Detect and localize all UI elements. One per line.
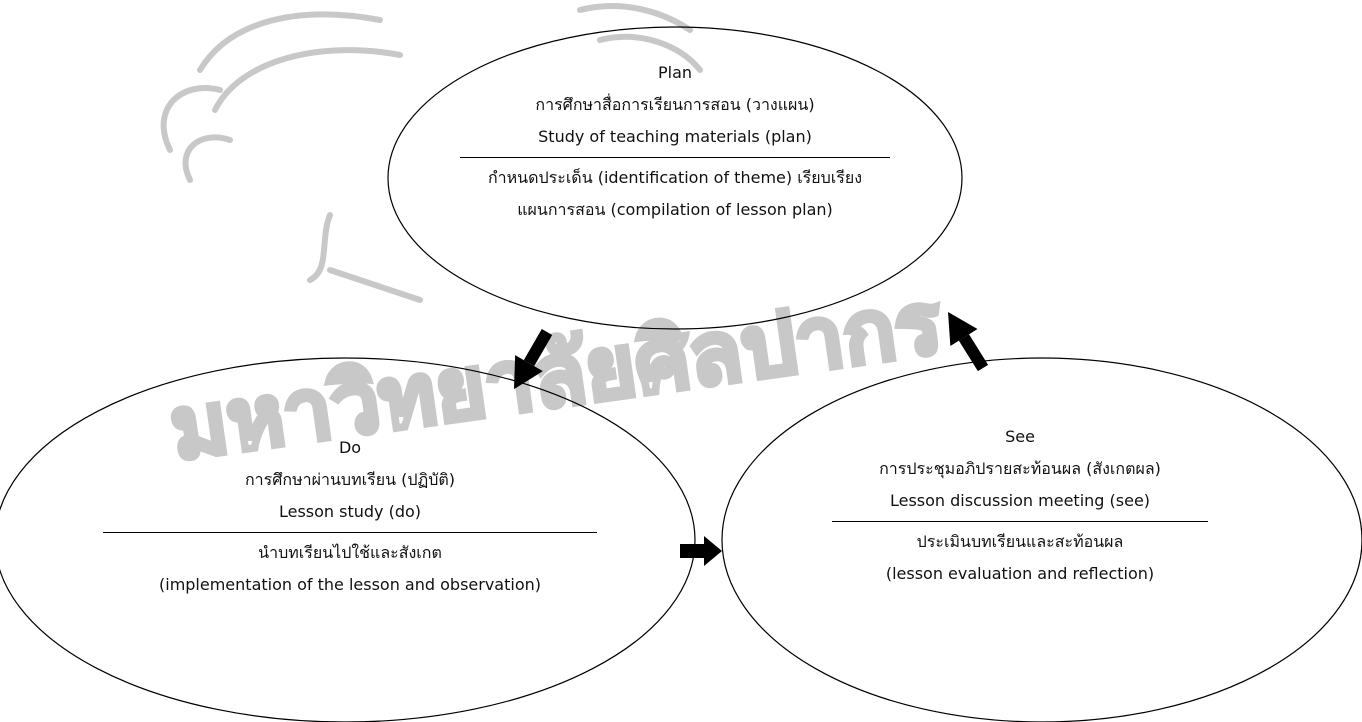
arrow-plan-to-do bbox=[514, 329, 553, 390]
arrow-see-to-plan bbox=[948, 312, 989, 372]
do-node: Do การศึกษาผ่านบทเรียน (ปฏิบัติ) Lesson … bbox=[100, 432, 600, 601]
plan-line-thai: การศึกษาสื่อการเรียนการสอน (วางแผน) bbox=[535, 95, 815, 114]
see-detail-line-1: ประเมินบทเรียนและสะท้อนผล bbox=[916, 532, 1124, 551]
plan-node: Plan การศึกษาสื่อการเรียนการสอน (วางแผน)… bbox=[455, 57, 895, 226]
do-detail-line-1: นำบทเรียนไปใช้และสังเกต bbox=[258, 543, 442, 562]
do-divider bbox=[103, 532, 597, 533]
see-node: See การประชุมอภิปรายสะท้อนผล (สังเกตผล) … bbox=[815, 421, 1225, 590]
do-title: Do bbox=[338, 438, 362, 457]
plan-title: Plan bbox=[657, 63, 693, 82]
see-line-thai: การประชุมอภิปรายสะท้อนผล (สังเกตผล) bbox=[879, 459, 1161, 478]
arrow-do-to-see bbox=[680, 536, 722, 566]
do-node-ellipse bbox=[0, 357, 696, 722]
do-detail-line-2: (implementation of the lesson and observ… bbox=[159, 575, 541, 594]
see-divider bbox=[832, 521, 1208, 522]
plan-detail-line-2: แผนการสอน (compilation of lesson plan) bbox=[517, 200, 833, 219]
plan-detail-line-1: กำหนดประเด็น (identification of theme) เ… bbox=[487, 168, 863, 187]
see-node-ellipse bbox=[721, 357, 1362, 722]
plan-line-english: Study of teaching materials (plan) bbox=[538, 127, 812, 146]
plan-divider bbox=[460, 157, 890, 158]
do-line-english: Lesson study (do) bbox=[278, 502, 422, 521]
see-detail-line-2: (lesson evaluation and reflection) bbox=[885, 564, 1155, 583]
do-line-thai: การศึกษาผ่านบทเรียน (ปฏิบัติ) bbox=[244, 470, 456, 489]
see-title: See bbox=[1005, 427, 1035, 446]
plan-node-ellipse bbox=[387, 26, 963, 330]
see-line-english: Lesson discussion meeting (see) bbox=[889, 491, 1151, 510]
